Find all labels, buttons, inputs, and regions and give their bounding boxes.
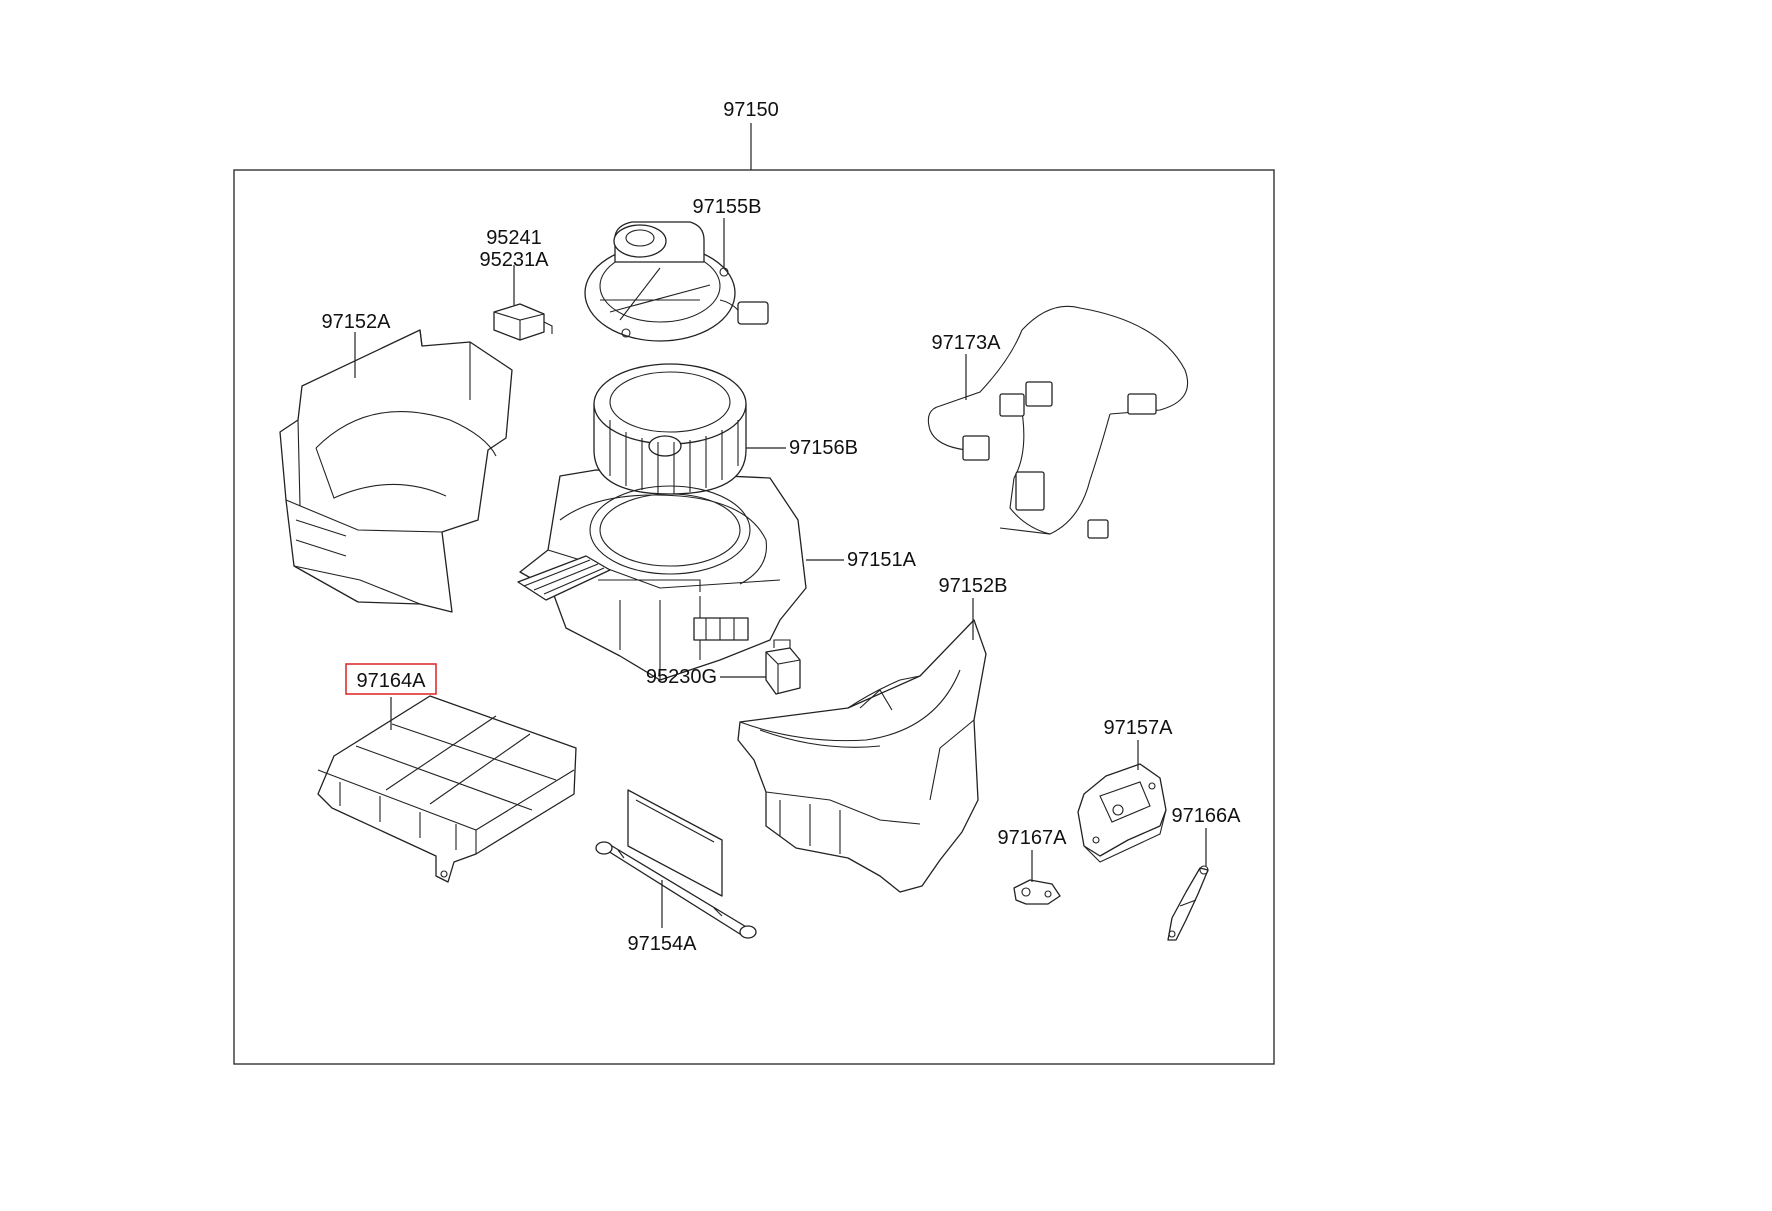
part-blower-fan[interactable]: [589, 363, 751, 575]
part-lever[interactable]: [1167, 865, 1209, 941]
callout-97152B[interactable]: 97152B: [939, 575, 1008, 597]
callout-95241[interactable]: 95241: [486, 227, 542, 249]
part-actuator[interactable]: [1077, 763, 1167, 863]
assembly-frame: [233, 169, 1275, 1065]
part-left-case[interactable]: [279, 329, 513, 613]
callout-97156B[interactable]: 97156B: [789, 437, 858, 459]
callout-97167A[interactable]: 97167A: [998, 827, 1068, 849]
callout-97155B[interactable]: 97155B: [693, 196, 762, 218]
callout-97157A[interactable]: 97157A: [1104, 717, 1174, 739]
part-wiring-harness[interactable]: [927, 305, 1189, 539]
part-cabin-air-filter[interactable]: [317, 695, 577, 883]
part-resistor[interactable]: [765, 639, 801, 695]
callout-97152A[interactable]: 97152A: [322, 311, 392, 333]
callout-95231A[interactable]: 95231A: [480, 249, 550, 271]
callout-97166A[interactable]: 97166A: [1172, 805, 1242, 827]
callout-97164A-highlight: [345, 663, 437, 695]
part-right-case[interactable]: [737, 619, 987, 893]
callout-97154A[interactable]: 97154A: [628, 933, 698, 955]
callout-97150[interactable]: 97150: [723, 99, 779, 121]
part-link[interactable]: [1013, 879, 1061, 905]
callout-97173A[interactable]: 97173A: [932, 332, 1002, 354]
callout-95230G[interactable]: 95230G: [646, 666, 717, 688]
part-relay[interactable]: [493, 303, 553, 341]
callout-97151A[interactable]: 97151A: [847, 549, 917, 571]
part-heater-core[interactable]: [595, 789, 757, 939]
part-blower-case[interactable]: [517, 469, 807, 681]
part-blower-motor[interactable]: [584, 221, 769, 342]
callout-97164A[interactable]: 97164A: [357, 670, 427, 692]
